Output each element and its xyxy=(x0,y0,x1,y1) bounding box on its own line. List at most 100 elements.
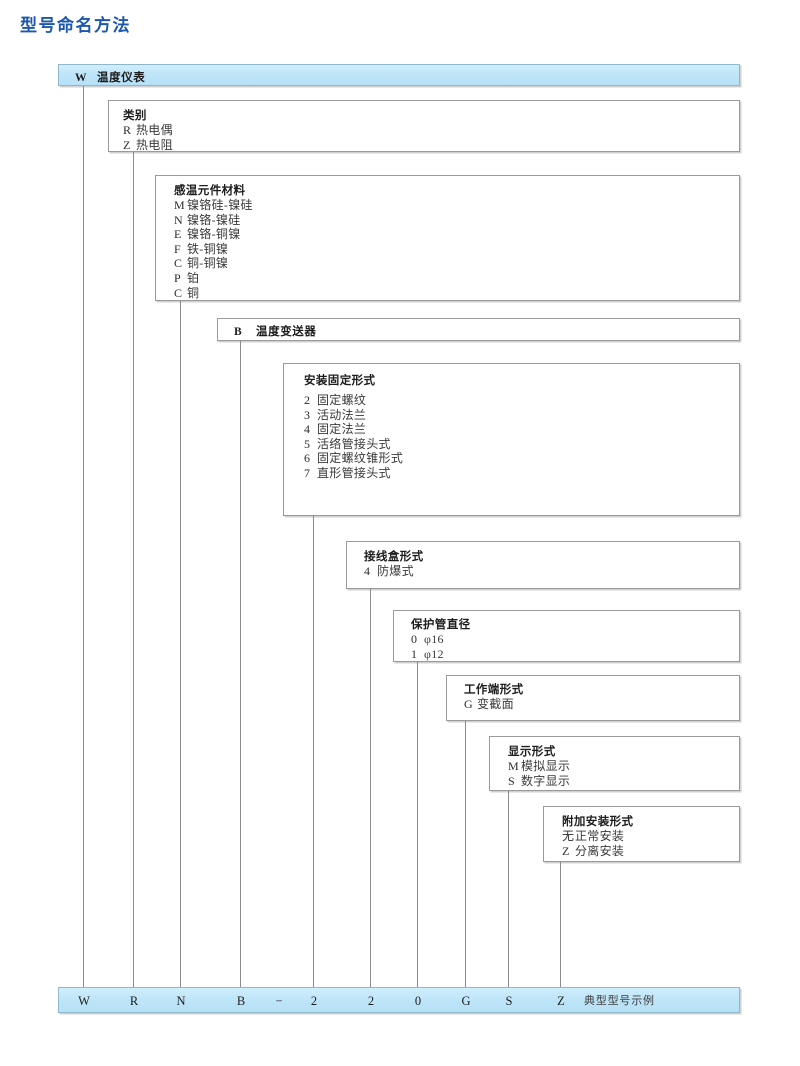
row-text: 分离安装 xyxy=(575,843,625,858)
row-code: 3 xyxy=(304,407,311,422)
box-additional-row-0: 无正常安装 xyxy=(562,829,735,844)
row-text: 防爆式 xyxy=(377,564,414,578)
example-cell-3: B xyxy=(236,994,246,1008)
row-text: 活络管接头式 xyxy=(317,436,391,451)
box-mounting-row-1: 3 活动法兰 xyxy=(304,408,735,423)
row-code: Z xyxy=(562,843,570,858)
row-text: 活动法兰 xyxy=(317,407,367,422)
row-code: 7 xyxy=(304,465,311,480)
row-code: C xyxy=(174,285,183,300)
box-category-title: 类别 xyxy=(123,108,147,122)
row-text: 正常安装 xyxy=(575,829,625,843)
connector-line-w xyxy=(83,86,84,987)
example-cell-6: 2 xyxy=(367,994,375,1008)
box-display-row-1: S 数字显示 xyxy=(508,774,735,789)
row-text: 变截面 xyxy=(477,697,514,711)
box-additional-title: 附加安装形式 xyxy=(562,814,634,828)
box-mounting-row-4: 6 固定螺纹锥形式 xyxy=(304,451,735,466)
row-code: F xyxy=(174,241,181,256)
box-additional-mounting-type: 附加安装形式 无正常安装 Z 分离安装 xyxy=(543,806,740,862)
row-text: 铜-铜镍 xyxy=(187,256,229,271)
example-cell-10: Z xyxy=(557,994,565,1008)
row-code: M xyxy=(508,759,519,773)
row-code: E xyxy=(174,227,182,242)
row-text: 固定螺纹 xyxy=(317,393,367,407)
row-text: 铂 xyxy=(187,270,200,285)
box-junction-row-0: 4 防爆式 xyxy=(364,564,735,579)
row-code: N xyxy=(174,212,183,227)
row-text: 直形管接头式 xyxy=(317,465,391,480)
row-code: 1 xyxy=(411,646,418,661)
connector-line-n xyxy=(180,301,181,987)
box-mounting-row-0: 2 固定螺纹 xyxy=(304,393,735,408)
row-code: 2 xyxy=(304,393,311,407)
row-text: 铁-铜镍 xyxy=(187,241,229,256)
box-mounting-title: 安装固定形式 xyxy=(304,373,376,387)
row-text: 固定螺纹锥形式 xyxy=(317,451,404,466)
example-cell-0: W xyxy=(78,994,90,1008)
box-working-end-row-0: G 变截面 xyxy=(464,697,735,712)
connector-line-s xyxy=(508,791,509,987)
row-code: 6 xyxy=(304,451,311,466)
box-sensing-element-material-title: 感温元件材料 xyxy=(174,183,246,197)
box-mounting-row-5: 7 直形管接头式 xyxy=(304,466,735,481)
row-text: φ12 xyxy=(424,646,444,661)
box-sensing-row-3: F 铁-铜镍 xyxy=(174,242,735,257)
connector-line-g xyxy=(465,721,466,987)
row-text: 镍铬-镍硅 xyxy=(187,212,241,227)
box-sensing-row-2: E 镍铬-铜镍 xyxy=(174,227,735,242)
row-code: 4 xyxy=(364,564,371,578)
example-cell-8: G xyxy=(461,994,471,1008)
row-text: 数字显示 xyxy=(521,773,571,788)
example-cell-1: R xyxy=(129,994,139,1008)
row-code: G xyxy=(464,697,473,711)
box-protection-row-1: 1 φ12 xyxy=(411,647,735,662)
connector-line-j4 xyxy=(370,589,371,987)
box-mounting-row-3: 5 活络管接头式 xyxy=(304,437,735,452)
row-code: S xyxy=(508,773,515,788)
box-mounting-row-2: 4 固定法兰 xyxy=(304,422,735,437)
page-title: 型号命名方法 xyxy=(20,16,131,36)
example-note: 典型型号示例 xyxy=(584,994,655,1007)
box-protection-title: 保护管直径 xyxy=(411,617,471,631)
row-text: φ16 xyxy=(424,632,444,646)
row-code: 无 xyxy=(562,829,575,843)
connector-line-b xyxy=(240,341,241,987)
row-text: 模拟显示 xyxy=(521,759,571,773)
box-working-end-title: 工作端形式 xyxy=(464,682,524,696)
example-cell-7: 0 xyxy=(414,994,422,1008)
example-cell-4: − xyxy=(275,994,283,1008)
example-model-bar: W R N B − 2 2 0 G S Z 典型型号示例 xyxy=(58,987,740,1013)
row-code: R xyxy=(123,123,132,137)
row-code: 5 xyxy=(304,436,311,451)
row-text: 固定法兰 xyxy=(317,422,367,437)
row-text: 镍铬-铜镍 xyxy=(187,227,241,242)
example-cell-9: S xyxy=(505,994,513,1008)
box-display-title: 显示形式 xyxy=(508,744,556,758)
row-text: 镍铬硅-镍硅 xyxy=(187,198,253,212)
box-working-end-type: 工作端形式 G 变截面 xyxy=(446,675,740,721)
row-code: Z xyxy=(123,137,131,152)
row-code: 4 xyxy=(304,422,311,437)
example-cell-5: 2 xyxy=(310,994,318,1008)
example-cell-2: N xyxy=(176,994,186,1008)
connector-line-r xyxy=(133,152,134,987)
connector-line-z xyxy=(560,862,561,987)
row-code: P xyxy=(174,270,181,285)
connector-line-d0 xyxy=(417,662,418,987)
box-sensing-row-1: N 镍铬-镍硅 xyxy=(174,213,735,228)
